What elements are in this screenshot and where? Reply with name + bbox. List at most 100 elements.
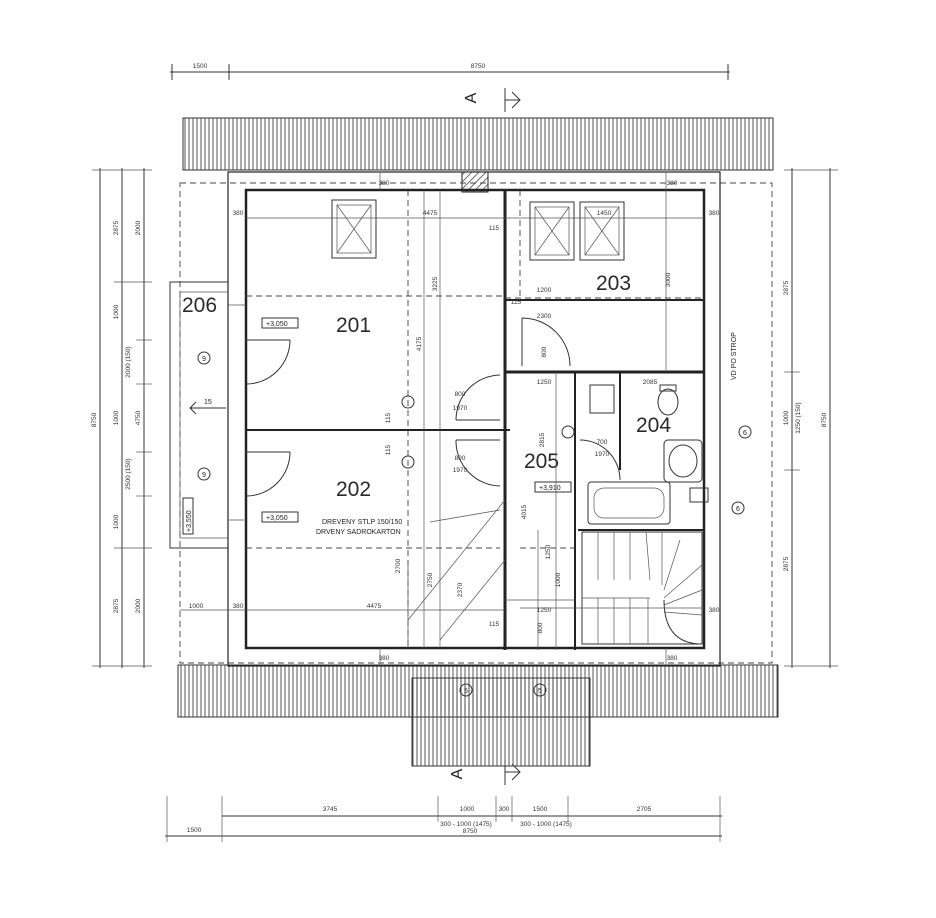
dim-inner-38: 115 [511, 299, 522, 306]
dim-inner-22: 2700 [395, 558, 402, 573]
dim-inner-30: 700 [597, 439, 608, 446]
dormer-206 [169, 281, 246, 549]
dim-left-7: 4750 [135, 410, 142, 425]
dim-inner-40: 1200 [537, 287, 552, 294]
dim-left-8: 2500 (150) [125, 458, 132, 489]
dim-left-11: 2000 [135, 598, 142, 613]
dim-inner-27: 380 [709, 607, 720, 614]
balcony-steps [411, 677, 591, 767]
dim-left-4: 1000 [113, 304, 120, 319]
dim-inner-34: 1250 [545, 544, 552, 559]
dim-bottom-4: 1500 [533, 806, 548, 813]
note-column-1: DREVENY STLP 150/150 [322, 519, 402, 526]
dim-inner-37: 380 [667, 180, 678, 187]
window-tag-4: 5 [538, 688, 542, 695]
dim-inner-31: 1970 [595, 451, 610, 458]
inner-dimension-lines [180, 172, 704, 666]
dim-inner-26: 1250 [537, 607, 552, 614]
room-202-label: 202 [336, 478, 371, 501]
dim-inner-2: 380 [233, 210, 244, 217]
dim-inner-39: 380 [667, 655, 678, 662]
dim-bottom-1: 3745 [323, 806, 338, 813]
dim-left-10: 2875 [113, 598, 120, 613]
roof-window-201 [331, 199, 377, 259]
top-dimension-line: 1500 8750 [170, 63, 730, 80]
note-column-2: DRVENY SADROKARTON [316, 529, 401, 536]
dim-inner-10: 2300 [537, 313, 552, 320]
outer-walls [227, 171, 721, 667]
dim-right-1: 2875 [783, 280, 790, 295]
bathroom-fixtures [587, 384, 709, 525]
dim-left-5: 2000 (150) [125, 346, 132, 377]
dim-inner-17: 1970 [453, 467, 468, 474]
dim-inner-6: 3225 [432, 276, 439, 291]
dim-bottom-2: 1000 [460, 806, 475, 813]
dim-top-1: 1500 [193, 63, 208, 70]
dim-inner-33: 1000 [555, 572, 562, 587]
dim-left-2: 2000 [135, 220, 142, 235]
dim-right-3: 1250 (150) [795, 402, 802, 433]
doors [245, 317, 621, 497]
bottom-dimension-lines: 3745 1000 300 1500 2705 1500 300 - 1000 … [165, 796, 722, 842]
dim-bottom-7: 300 - 1000 (1475) [440, 821, 492, 828]
roof-outline [179, 182, 773, 664]
right-dimension-lines: 2875 1000 1250 (150) 8750 2875 [783, 168, 838, 668]
dim-inner-23: 2750 [427, 572, 434, 587]
dim-inner-15: 1970 [453, 405, 468, 412]
window-tag-3: 5 [464, 688, 468, 695]
dim-right-5: 2875 [783, 556, 790, 571]
dim-left-3: 8750 [91, 412, 98, 427]
roof-window-203a [529, 201, 575, 261]
dim-left-9: 1000 [113, 514, 120, 529]
dim-inner-12: 2085 [643, 379, 658, 386]
dim-inner-28: 115 [489, 621, 500, 628]
dim-bottom-8: 300 - 1000 (1475) [520, 821, 572, 828]
section-mark-top: A [463, 88, 521, 112]
room-201-label: 201 [336, 314, 371, 337]
dim-inner-8: 3000 [665, 272, 672, 287]
room-205-label: 205 [524, 450, 559, 473]
dim-inner-24: 2370 [457, 582, 464, 597]
dim-inner-9: 380 [379, 180, 390, 187]
window-tag-2: 9 [202, 472, 206, 479]
staircase [581, 531, 703, 645]
dim-inner-19: 4475 [367, 603, 382, 610]
left-dimension-lines: 2875 2000 8750 1000 2000 (150) 1000 4750… [91, 168, 152, 668]
level-mark-2: +3,050 [266, 515, 288, 522]
dim-top-2: 8750 [471, 63, 486, 70]
dim-inner-11: 1250 [537, 379, 552, 386]
dim-inner-20: 380 [233, 603, 244, 610]
window-tag-1: 9 [202, 356, 206, 363]
dim-left-6: 1000 [113, 410, 120, 425]
dim-bottom-6: 1500 [187, 827, 202, 834]
dim-bottom-9: 8750 [463, 828, 478, 835]
level-mark-1: +3,050 [266, 321, 288, 328]
notes: DREVENY STLP 150/150 DRVENY SADROKARTON … [316, 332, 738, 536]
dim-inner-35: 800 [537, 622, 544, 633]
window-tags: 9 9 5 5 6 6 [197, 351, 752, 697]
dim-inner-32: 2815 [539, 432, 546, 447]
dim-inner-3: 1450 [597, 210, 612, 217]
level-marks: +3,050 +3,050 +3,910 +3,550 [182, 317, 572, 535]
level-mark-3: +3,910 [539, 485, 561, 492]
dim-right-4: 8750 [821, 412, 828, 427]
inner-dimension-texts: 4475 380 1450 380 115 3225 4175 3000 380… [189, 180, 720, 662]
section-label-bottom: A [449, 768, 466, 779]
dim-inner-1: 4475 [423, 210, 438, 217]
dim-inner-36: 380 [379, 655, 390, 662]
dim-left-1: 2875 [113, 220, 120, 235]
section-label-top: A [463, 92, 480, 103]
interior-walls [246, 190, 704, 650]
window-tag-5: 6 [743, 430, 747, 437]
room-206-label: 206 [182, 294, 217, 317]
level-mark-4: +3,550 [186, 510, 193, 532]
room-204-label: 204 [636, 414, 671, 437]
dormer-stair-arrow: 15 [189, 399, 226, 415]
dim-inner-5: 115 [489, 225, 500, 232]
dim-inner-21: 1000 [189, 603, 204, 610]
dim-inner-18: 115 [385, 444, 392, 455]
dim-inner-7: 4175 [416, 336, 423, 351]
room-203-label: 203 [596, 272, 631, 295]
dim-inner-13: 115 [385, 412, 392, 423]
